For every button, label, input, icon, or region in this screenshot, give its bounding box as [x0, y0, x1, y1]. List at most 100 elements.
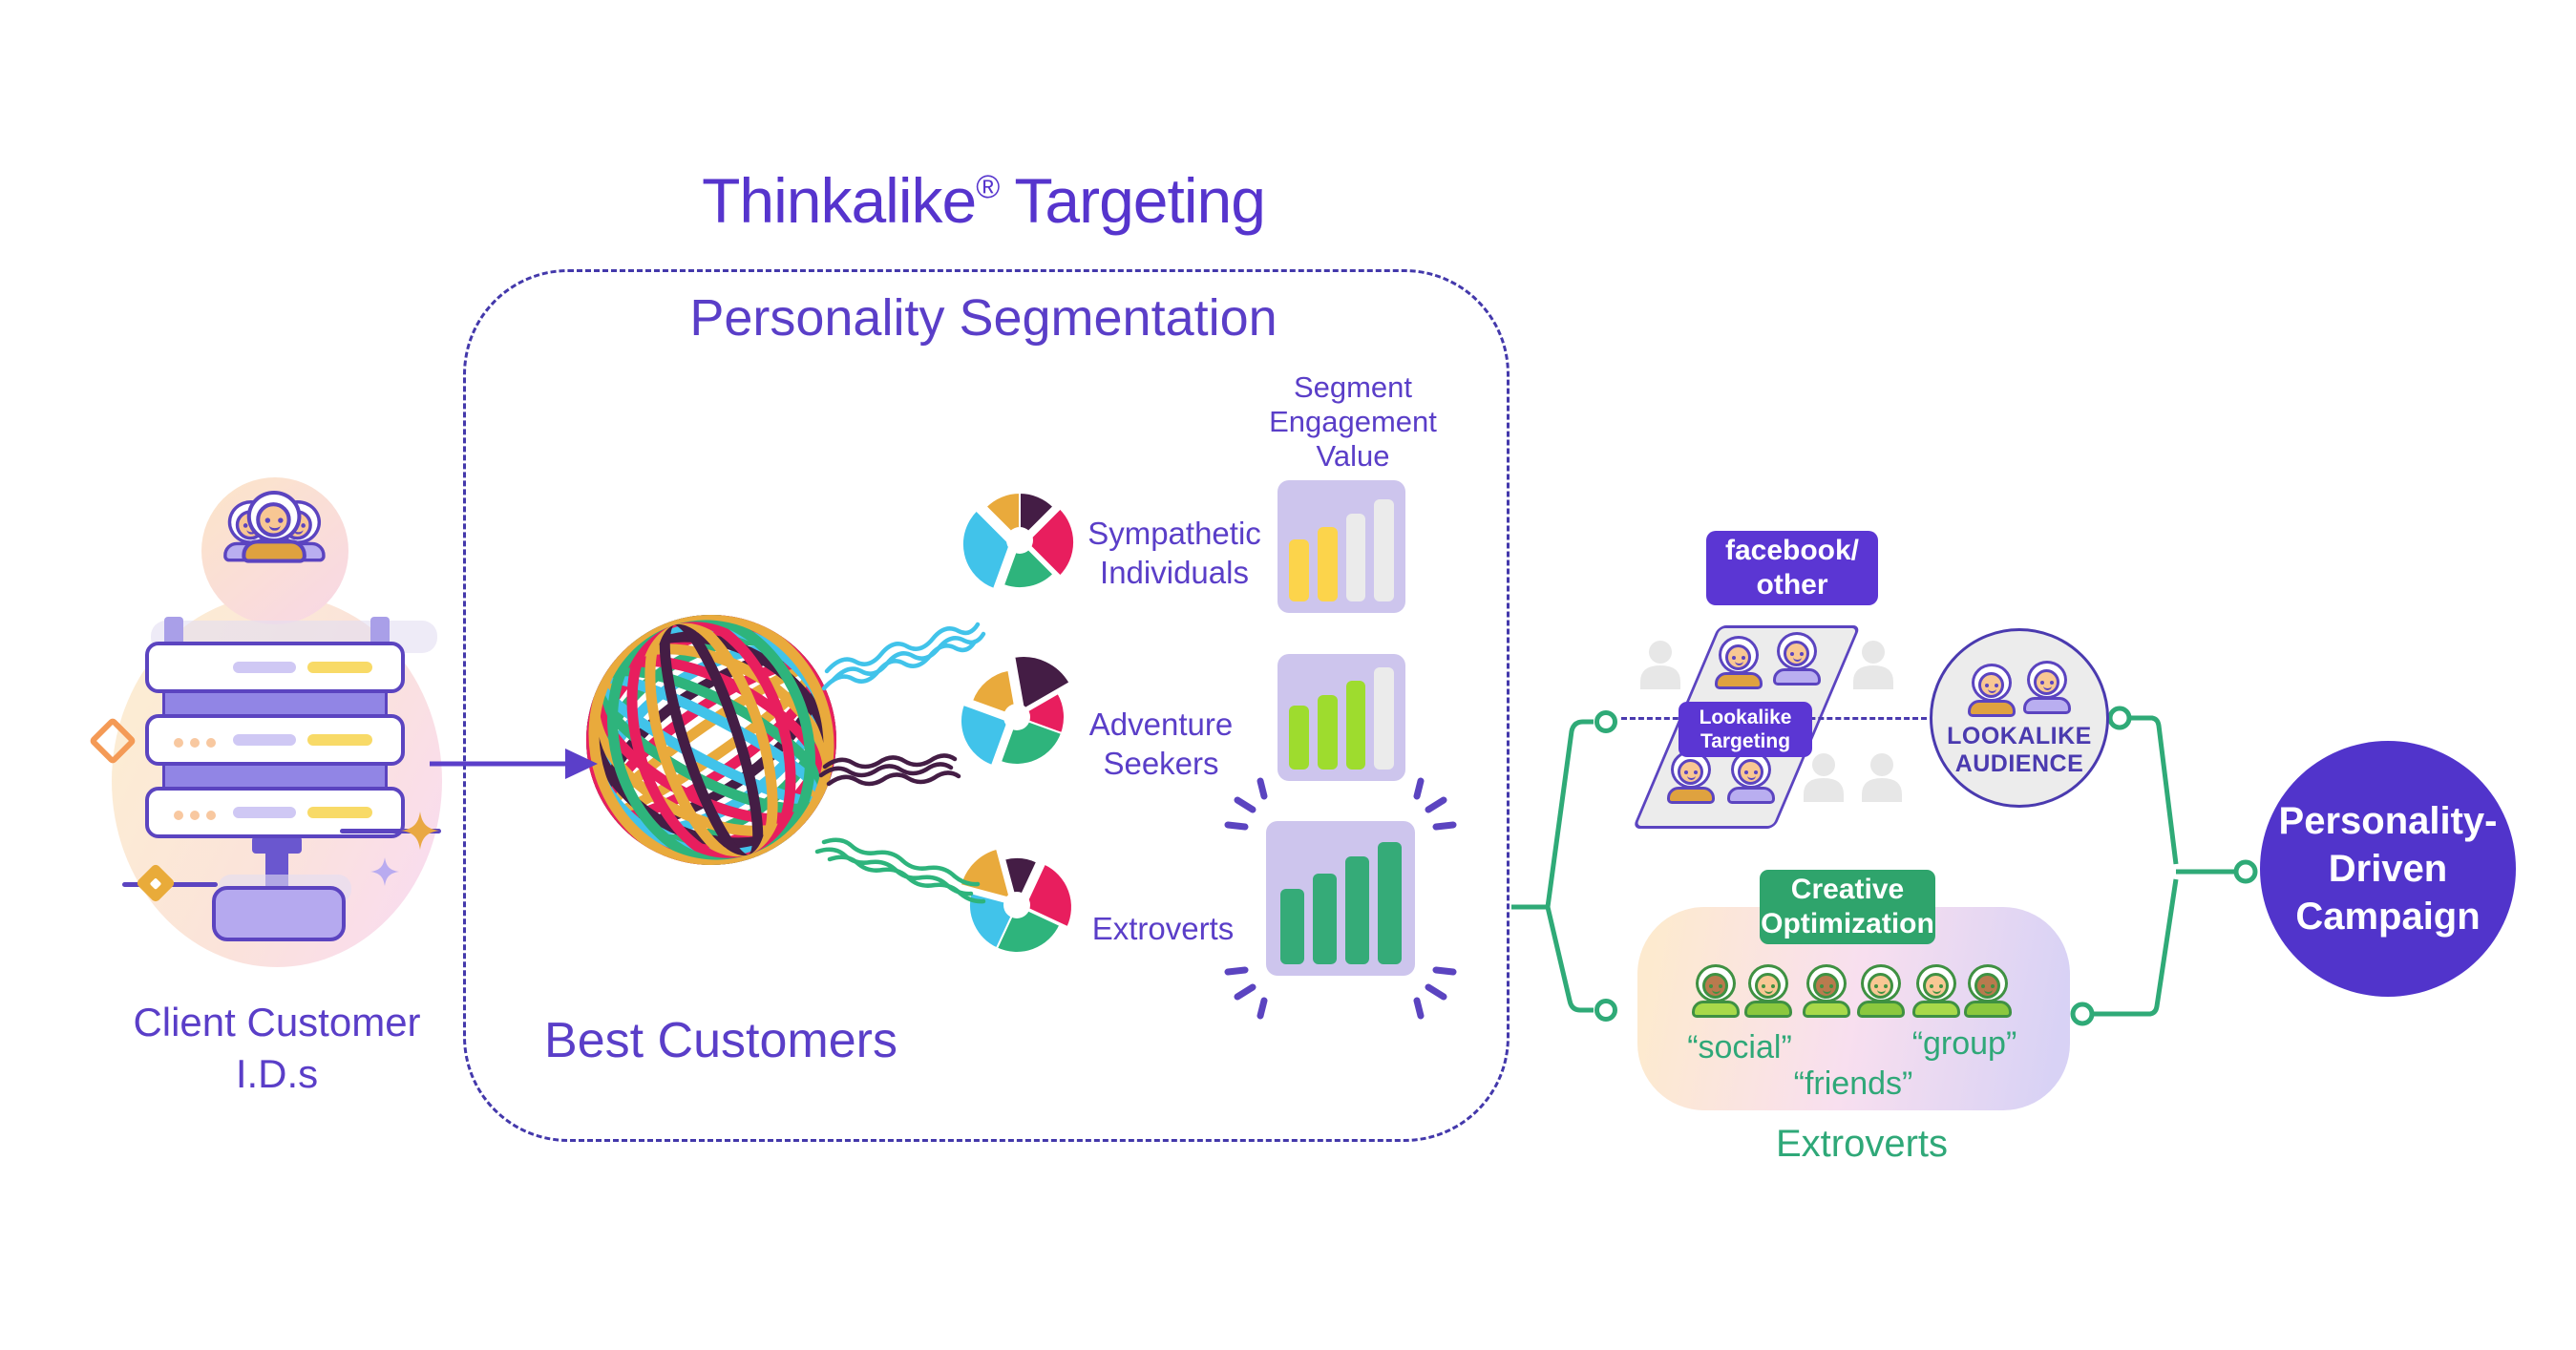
badge-line: other [1756, 569, 1828, 601]
yarn-ball-icon [586, 615, 836, 865]
badge-line: Optimization [1761, 908, 1934, 939]
best-customers-caption: Best Customers [544, 1013, 897, 1068]
avatar-icon [1726, 750, 1776, 804]
thread-green-icon [814, 837, 986, 904]
segment-label-extroverts: Extroverts [1056, 909, 1270, 948]
segment-label-line: Individuals [1100, 555, 1249, 590]
avatar-icon [1911, 964, 1961, 1018]
bar-group [1289, 499, 1394, 601]
value-header-line: Engagement [1269, 405, 1437, 438]
thread-cyan-icon [821, 622, 986, 691]
segment-label-sympathetic: Sympathetic Individuals [1067, 514, 1281, 592]
led-dots [174, 811, 183, 820]
bar [1344, 856, 1369, 964]
segment-label-adventure: Adventure Seekers [1054, 705, 1268, 783]
node-icon [1594, 710, 1617, 733]
segment-label-line: Seekers [1103, 746, 1219, 781]
bar [1374, 499, 1394, 601]
segment-label-line: Sympathetic [1087, 516, 1261, 551]
silhouette-icon [1862, 753, 1902, 802]
avatar-icon [241, 491, 307, 563]
decor-line [340, 829, 441, 833]
segmentation-title: Personality Segmentation [689, 289, 1277, 347]
server-tab [370, 617, 390, 645]
data-dash [233, 807, 296, 818]
avatar-icon [1772, 632, 1822, 686]
quote-group: “group” [1911, 1025, 2017, 1062]
arrow-icon [430, 749, 598, 779]
brand-name: Thinkalike [702, 165, 977, 236]
engagement-chart-sympathetic [1277, 480, 1405, 613]
segment-label-line: Adventure [1088, 707, 1234, 742]
data-dash [307, 734, 372, 746]
silhouette-icon [1804, 753, 1844, 802]
bar [1374, 667, 1394, 770]
pie-sympathetic-icon [961, 491, 1076, 591]
avatar-icon [1856, 964, 1906, 1018]
engagement-chart-adventure [1277, 654, 1405, 781]
bar [1289, 706, 1309, 770]
bar [1317, 695, 1338, 770]
campaign-label-line: Personality- [2278, 800, 2498, 842]
badge-line: Creative [1790, 874, 1905, 905]
engagement-chart-extroverts [1266, 821, 1415, 976]
avatar-icon [1743, 964, 1793, 1018]
server-stand-top [252, 836, 302, 854]
page-title: Thinkalike® Targeting [506, 164, 1461, 237]
segment-label-line: Extroverts [1091, 911, 1235, 946]
bar [1345, 514, 1366, 601]
server-tab [164, 617, 183, 645]
lookalike-audience-label: LOOKALIKE AUDIENCE [1932, 723, 2106, 778]
bar [1345, 681, 1366, 770]
bar [1377, 842, 1402, 964]
silhouette-icon [1853, 641, 1893, 689]
quote-social: “social” [1687, 1029, 1792, 1065]
campaign-label: Personality- Driven Campaign [2279, 797, 2498, 940]
data-dash [307, 662, 372, 673]
bar [1317, 527, 1338, 601]
data-dash [233, 662, 296, 673]
server-row [145, 642, 405, 693]
thread-plum-icon [818, 753, 961, 787]
pie-adventure-icon [959, 655, 1071, 768]
silhouette-icon [1640, 641, 1680, 689]
lookalike-targeting-badge: Lookalike Targeting [1679, 702, 1812, 757]
avatar-icon [1802, 964, 1851, 1018]
sparkle-icon [370, 857, 399, 886]
value-header-line: Segment [1293, 370, 1413, 404]
value-header-line: Value [1316, 439, 1390, 473]
bar [1279, 889, 1304, 964]
caption-line: Client Customer [133, 1000, 421, 1044]
node-icon [1594, 999, 1617, 1022]
value-header: Segment Engagement Value [1257, 370, 1448, 474]
audience-label-line: AUDIENCE [1954, 750, 2084, 777]
bar [1312, 874, 1337, 964]
personality-segmentation-box [463, 269, 1510, 1142]
avatar-icon [1963, 964, 2013, 1018]
led-dots [174, 738, 183, 748]
bar-group [1277, 842, 1404, 964]
data-dash [307, 807, 372, 818]
sparkle-icon [401, 812, 439, 850]
node-icon [2070, 1002, 2095, 1026]
extroverts-caption: Extroverts [1775, 1123, 1949, 1165]
bar-group [1289, 667, 1394, 770]
audience-label-line: LOOKALIKE [1947, 723, 2092, 749]
server-row [145, 787, 405, 838]
campaign-circle: Personality- Driven Campaign [2260, 741, 2516, 997]
badge-line: Targeting [1700, 730, 1791, 752]
avatar-icon [1967, 664, 2016, 717]
campaign-label-line: Driven [2328, 848, 2448, 890]
emphasis-marks-icon [1224, 777, 1457, 1020]
avatar-icon [1714, 636, 1763, 689]
creative-optimization-badge: Creative Optimization [1760, 870, 1935, 944]
lookalike-audience-circle: LOOKALIKE AUDIENCE [1930, 628, 2109, 808]
quote-friends: “friends” [1793, 1065, 1913, 1102]
node-icon [2233, 859, 2258, 884]
title-suffix: Targeting [999, 165, 1266, 236]
badge-line: facebook/ [1724, 535, 1860, 566]
data-dash [233, 734, 296, 746]
avatar-icon [1666, 750, 1716, 804]
